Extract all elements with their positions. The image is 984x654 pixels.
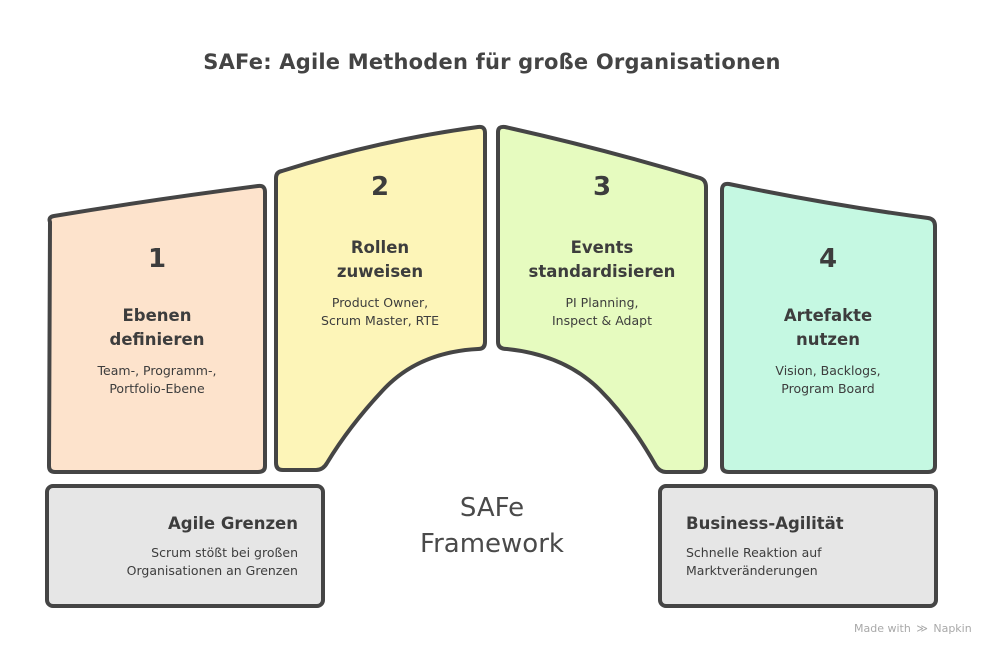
step-2-heading-line1: Rollen — [350, 238, 410, 257]
agile-limits-desc-line2: Organisationen an Grenzen — [126, 563, 298, 578]
step-4-heading-line1: Artefakte — [783, 306, 873, 325]
step-1-number: 1 — [147, 244, 167, 274]
step-3-content: 3 Events standardisieren PI Planning, In… — [502, 172, 702, 330]
watermark-prefix: Made with — [854, 622, 911, 635]
step-3-heading-line2: standardisieren — [528, 262, 676, 281]
business-agility-box-shape — [658, 484, 938, 608]
step-2-heading-line2: zuweisen — [336, 262, 424, 281]
step-1-content: 1 Ebenen definieren Team-, Programm-, Po… — [55, 244, 259, 398]
step-4-panel — [720, 181, 937, 474]
step-3-desc-line2: Inspect & Adapt — [552, 313, 652, 328]
business-agility-box: Business-Agilität Schnelle Reaktion auf … — [686, 512, 924, 580]
step-1-panel — [47, 183, 267, 474]
step-1-desc-line1: Team-, Programm-, — [97, 363, 217, 378]
step-1-heading-line1: Ebenen — [122, 306, 192, 325]
agile-limits-box: Agile Grenzen Scrum stößt bei großen Org… — [60, 512, 298, 580]
center-label-line1: SAFe — [459, 493, 525, 523]
napkin-logo-icon: ≫ — [916, 622, 928, 635]
business-agility-desc-line1: Schnelle Reaktion auf — [686, 545, 822, 560]
safe-framework-label: SAFe Framework — [392, 490, 592, 562]
diagram-title: SAFe: Agile Methoden für große Organisat… — [203, 50, 781, 74]
step-4-desc-line2: Program Board — [781, 381, 875, 396]
step-3-desc-line1: PI Planning, — [565, 295, 639, 310]
step-3-number: 3 — [592, 172, 612, 202]
step-2-desc-line2: Scrum Master, RTE — [321, 313, 439, 328]
step-4-heading-line2: nutzen — [796, 330, 860, 349]
agile-limits-desc-line1: Scrum stößt bei großen — [151, 545, 298, 560]
step-3-panel — [496, 124, 708, 474]
step-4-desc-line1: Vision, Backlogs, — [775, 363, 881, 378]
step-1-desc-line2: Portfolio-Ebene — [109, 381, 205, 396]
step-2-content: 2 Rollen zuweisen Product Owner, Scrum M… — [281, 172, 479, 330]
watermark-brand: Napkin — [933, 622, 972, 635]
step-2-desc-line1: Product Owner, — [331, 295, 429, 310]
center-label-line2: Framework — [420, 529, 564, 559]
step-4-content: 4 Artefakte nutzen Vision, Backlogs, Pro… — [726, 244, 930, 398]
step-2-number: 2 — [370, 172, 390, 202]
napkin-watermark[interactable]: Made with ≫ Napkin — [854, 622, 972, 635]
business-agility-heading: Business-Agilität — [686, 514, 844, 533]
business-agility-desc-line2: Marktveränderungen — [686, 563, 818, 578]
step-4-number: 4 — [818, 244, 838, 274]
step-2-panel — [274, 124, 487, 472]
agile-limits-box-shape — [45, 484, 325, 608]
agile-limits-heading: Agile Grenzen — [168, 514, 298, 533]
step-1-heading-line2: definieren — [109, 330, 205, 349]
step-3-heading-line1: Events — [570, 238, 634, 257]
